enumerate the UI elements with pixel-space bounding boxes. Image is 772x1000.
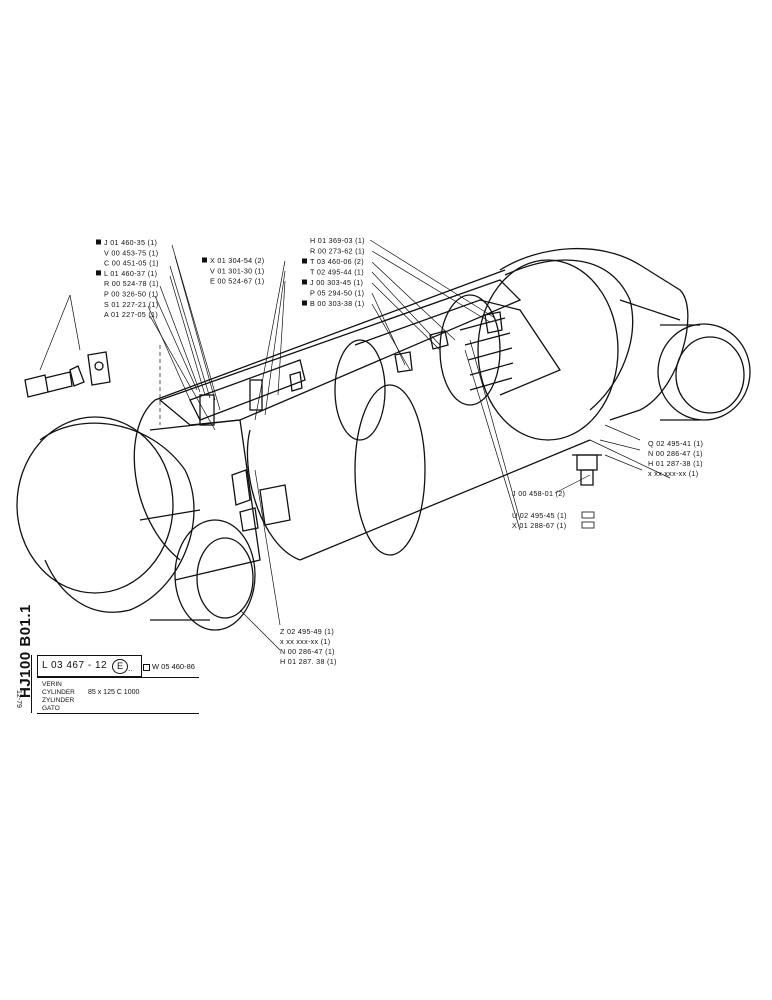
callout-bottom-3: H 01 287. 38 (1) <box>280 657 337 666</box>
fitting-symbol-icon <box>581 521 595 529</box>
edition-suffix: .. <box>128 664 133 673</box>
callout-bottom-0: Z 02 495-49 (1) <box>280 627 334 636</box>
callout-marker-icon <box>302 300 307 306</box>
part-names: VERIN CYLINDER ZYLINDER GATO <box>42 681 75 713</box>
callout-marker-icon <box>202 257 207 263</box>
name-en: CYLINDER <box>42 689 75 696</box>
name-fr: VERIN <box>42 681 62 688</box>
callout-marker-icon <box>302 279 307 285</box>
ref-number-wrap: W 05 460-86 <box>143 662 195 671</box>
callout-upper-right-3: T 02 495-44 (1) <box>310 268 364 277</box>
callout-right-1: N 00 286-47 (1) <box>648 449 703 458</box>
callout-upper-left-4: R 00 524-78 (1) <box>104 279 159 288</box>
title-block-rule <box>37 677 199 678</box>
callout-right-0: Q 02 495-41 (1) <box>648 439 703 448</box>
callout-right-lower-0: U 02 495-45 (1) <box>512 511 567 520</box>
callout-upper-left-5: P 00 326-50 (1) <box>104 290 158 299</box>
callout-upper-left-6: S 01 227-21 (1) <box>104 300 158 309</box>
callout-upper-right-4: J 00 303-45 (1) <box>310 278 363 287</box>
title-block-divider <box>31 655 32 713</box>
callout-upper-right-6: B 00 303-38 (1) <box>310 299 364 308</box>
name-es: GATO <box>42 705 60 712</box>
callout-marker-icon <box>96 239 101 245</box>
cylinder-barrel <box>133 269 591 561</box>
callout-bottom-1: x xx xxx-xx (1) <box>280 637 330 646</box>
part-spec: 85 x 125 C 1000 <box>88 689 140 696</box>
callout-upper-right-1: R 00 273-62 (1) <box>310 247 365 256</box>
sheet-date: 12-79 <box>15 690 22 708</box>
leader-lines <box>39 239 671 651</box>
callout-upper-left-7: A 01 227-05 (1) <box>104 310 158 319</box>
title-block-bottom-rule <box>37 713 199 714</box>
callout-right-3: x xx xxx-xx (1) <box>648 469 698 478</box>
callout-upper-mid-2: E 00 524-67 (1) <box>210 277 264 286</box>
drawing-number-box <box>37 655 142 677</box>
name-de: ZYLINDER <box>42 697 75 704</box>
callout-right-fitting: J 00 458-01 (2) <box>512 489 565 498</box>
callout-upper-mid-0: X 01 304-54 (2) <box>210 256 264 265</box>
callout-upper-right-2: T 03 460-06 (2) <box>310 257 364 266</box>
callout-right-lower-1: X 01 288-67 (1) <box>512 521 566 530</box>
callout-upper-mid-1: V 01 301-30 (1) <box>210 266 264 275</box>
callout-marker-icon <box>302 258 307 264</box>
front-eye-block <box>16 416 261 631</box>
callout-marker-icon <box>96 270 101 276</box>
callout-right-2: H 01 287-38 (1) <box>648 459 703 468</box>
callout-upper-right-5: P 05 294-50 (1) <box>310 289 364 298</box>
callout-bottom-2: N 00 286-47 (1) <box>280 647 335 656</box>
callout-upper-left-3: L 01 460-37 (1) <box>104 269 157 278</box>
rear-eye-block <box>477 247 751 441</box>
callout-upper-left-0: J 01 460-35 (1) <box>104 238 157 247</box>
edition-circle: E <box>112 659 128 674</box>
loose-fasteners <box>24 351 602 486</box>
ref-number: W 05 460-86 <box>152 662 195 671</box>
drawing-number: L 03 467 - 12 <box>42 660 108 671</box>
callout-upper-left-1: V 00 453-75 (1) <box>104 248 158 257</box>
callout-labels: J 01 460-35 (1)V 00 453-75 (1) C 00 451-0… <box>96 236 703 666</box>
fitting-symbol-icon <box>581 511 595 519</box>
callout-upper-right-0: H 01 369-03 (1) <box>310 236 365 245</box>
ref-square-icon <box>143 663 150 671</box>
callout-upper-left-2: C 00 451-05 (1) <box>104 259 159 268</box>
